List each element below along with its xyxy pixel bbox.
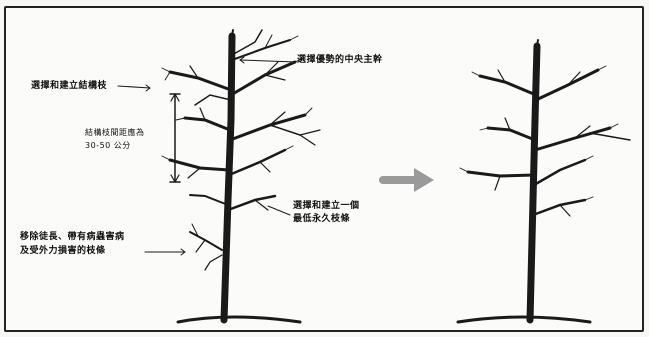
tree-before: [161, 29, 321, 324]
permanent-pointer: [267, 205, 291, 216]
label-spacing-line1: 結構枝間距應為: [85, 128, 145, 137]
label-remove-line1: 移除徒長、帶有病蟲害病: [20, 232, 125, 242]
trunk-left: [220, 32, 236, 324]
scaffold-pointer: [117, 85, 151, 89]
ground-left: [176, 315, 302, 324]
label-permanent-line2: 最低永久枝條: [293, 214, 351, 224]
tree-after: [456, 39, 631, 324]
ground-right: [456, 315, 592, 324]
label-remove-line2: 及受外力損害的枝條: [20, 246, 106, 256]
label-spacing-line2: 30-50 公分: [85, 141, 131, 150]
spacing-bracket: [169, 93, 181, 183]
transition-arrow: [379, 168, 434, 192]
label-leader: 選擇優勢的中央主幹: [297, 55, 383, 65]
label-scaffold: 選擇和建立結構枝: [31, 81, 108, 91]
leader-pointer: [239, 59, 297, 63]
trunk-right: [526, 42, 541, 324]
label-permanent-line1: 選擇和建立一個: [293, 201, 360, 211]
